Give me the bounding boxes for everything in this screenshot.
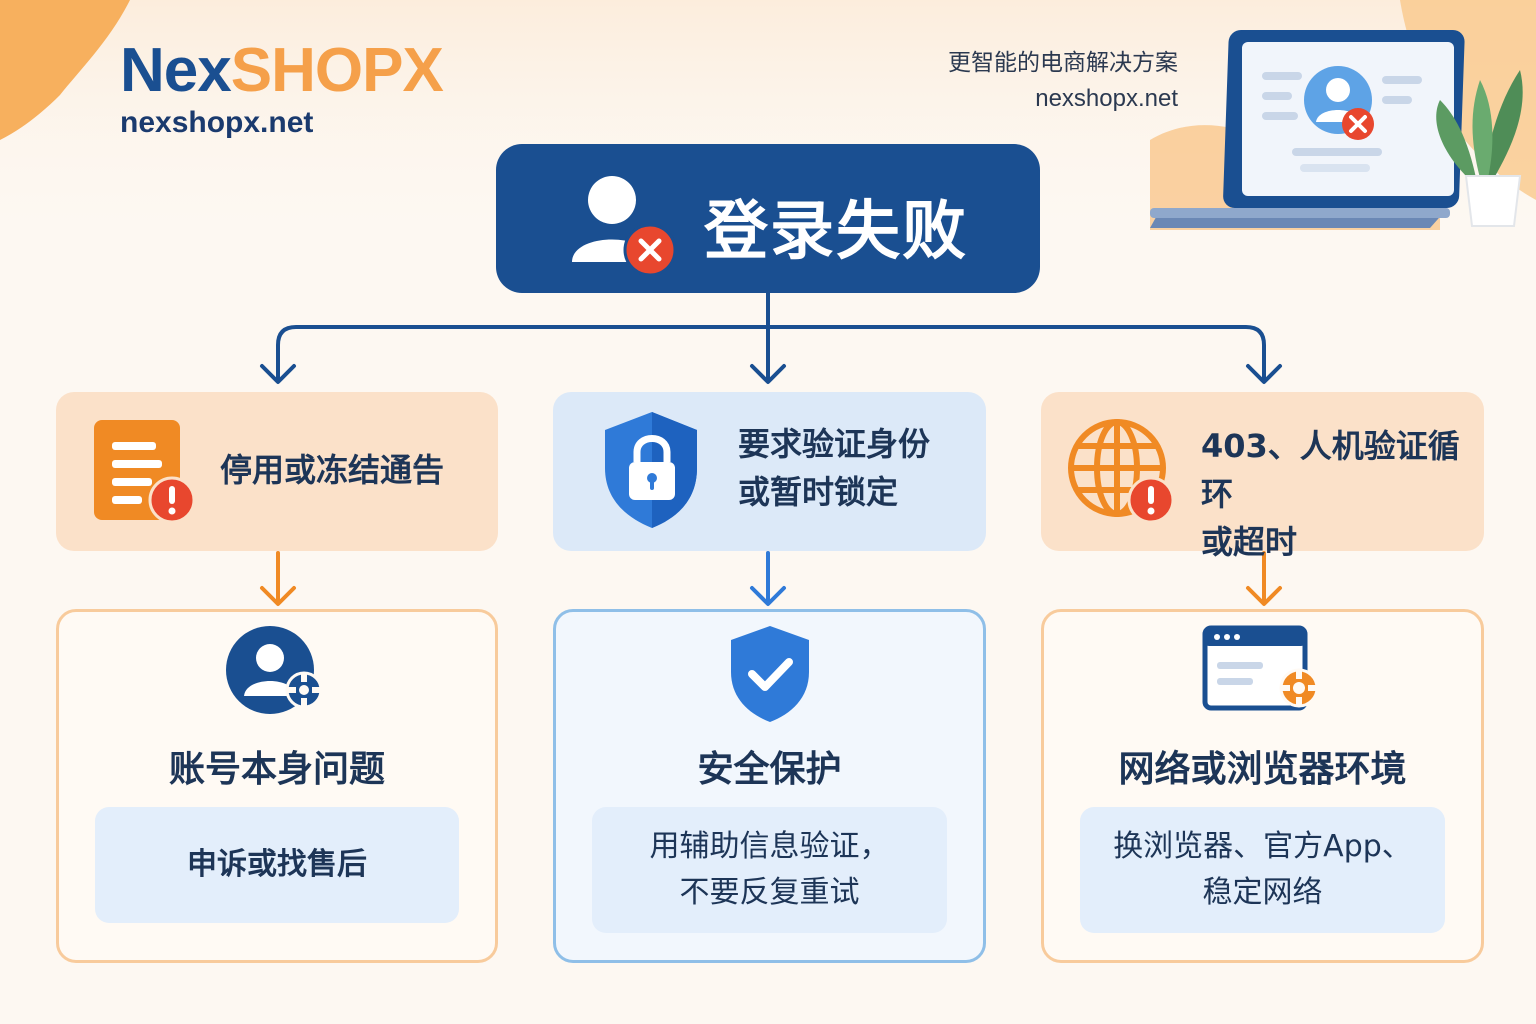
- title-text: 登录失败: [704, 195, 968, 269]
- browser-settings-icon: [1202, 625, 1318, 711]
- brand: NexSHOPX nexshopx.net: [120, 40, 444, 140]
- tagline-domain: nexshopx.net: [1035, 85, 1178, 112]
- cause-card-suspended: 停用或冻结通告: [56, 392, 498, 551]
- user-settings-icon: [226, 626, 323, 714]
- shield-check-icon: [730, 626, 809, 722]
- solution-card-security: 安全保护 用辅助信息验证， 不要反复重试: [553, 609, 986, 963]
- cause-connectors: [260, 551, 1282, 606]
- brand-logo[interactable]: NexSHOPX: [120, 40, 444, 102]
- solution-detail-line1: 换浏览器、官方App、: [1113, 829, 1412, 864]
- document-alert-icon: [94, 420, 196, 524]
- plant-icon: [1436, 70, 1523, 227]
- title-box: 登录失败: [496, 144, 1040, 293]
- cause-card-network: 403、人机验证循环 或超时: [1041, 392, 1484, 561]
- solution-detail: 申诉或找售后: [95, 807, 459, 923]
- solution-detail-line1: 用辅助信息验证，: [649, 829, 890, 864]
- solution-title: 安全保护: [697, 749, 842, 790]
- title-connectors: [260, 291, 1282, 384]
- cause-text-line2: 或暂时锁定: [738, 473, 899, 511]
- logo-part2: SHOPX: [230, 36, 444, 105]
- solution-detail-text: 申诉或找售后: [187, 847, 367, 882]
- brand-domain: nexshopx.net: [120, 106, 314, 139]
- cause-text-line1: 要求验证身份: [738, 425, 931, 463]
- tagline-text: 更智能的电商解决方案: [948, 50, 1178, 76]
- solution-detail-line2: 稳定网络: [1202, 875, 1323, 910]
- solution-detail: 换浏览器、官方App、 稳定网络: [1080, 807, 1445, 933]
- shield-lock-icon: [605, 412, 697, 528]
- top-left-blob: [0, 0, 130, 140]
- user-error-icon: [572, 176, 677, 276]
- globe-alert-icon: [1068, 419, 1175, 524]
- tagline: 更智能的电商解决方案 nexshopx.net: [948, 48, 1178, 116]
- solution-detail-line2: 不要反复重试: [679, 875, 860, 910]
- solution-title: 账号本身问题: [168, 749, 385, 790]
- cause-text: 要求验证身份 或暂时锁定: [738, 420, 930, 516]
- cause-text-line1: 403、人机验证循环: [1201, 427, 1460, 513]
- laptop-login-error-icon: [1150, 30, 1465, 228]
- cause-text-line2: 或超时: [1201, 523, 1298, 561]
- cause-text: 403、人机验证循环 或超时: [1201, 422, 1484, 566]
- solution-title: 网络或浏览器环境: [1118, 749, 1407, 790]
- cause-text: 停用或冻结通告: [220, 451, 445, 489]
- solution-detail: 用辅助信息验证， 不要反复重试: [592, 807, 947, 933]
- solution-card-network: 网络或浏览器环境 换浏览器、官方App、 稳定网络: [1041, 609, 1484, 963]
- logo-part1: Nex: [120, 36, 232, 105]
- cause-card-verify: 要求验证身份 或暂时锁定: [553, 392, 986, 551]
- solution-card-account: 账号本身问题 申诉或找售后: [56, 609, 498, 963]
